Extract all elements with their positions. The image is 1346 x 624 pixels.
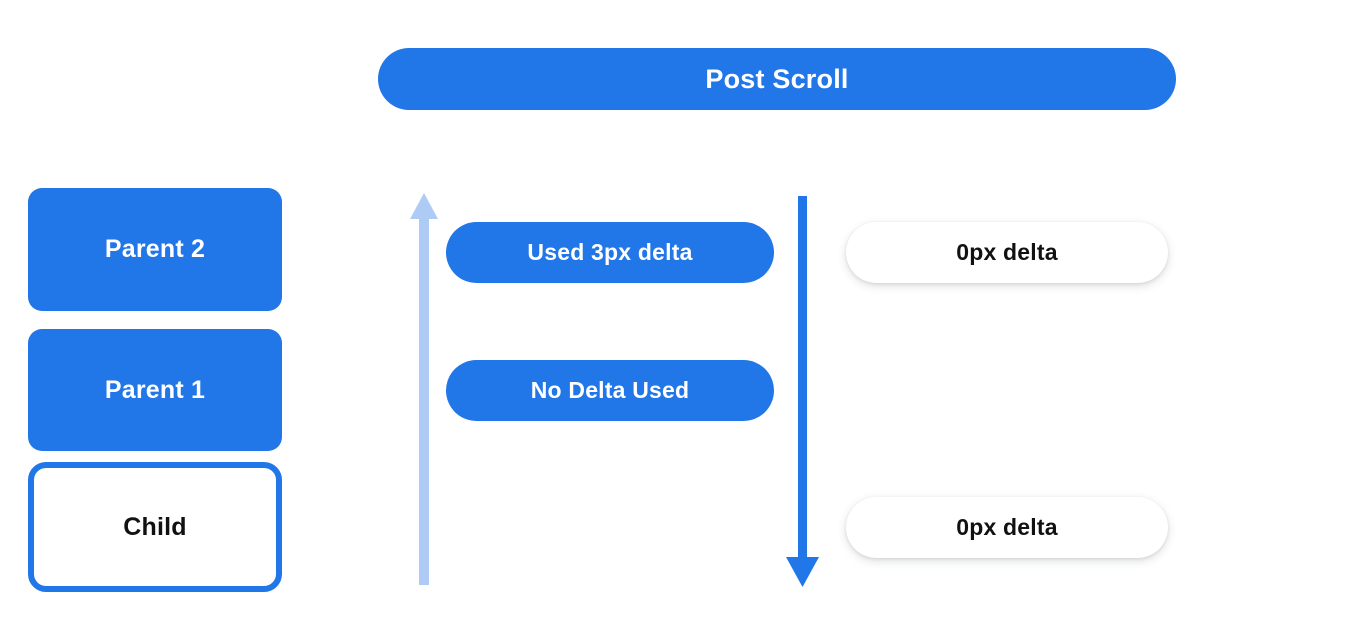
pill-label-zero-delta-bottom: 0px delta [956, 514, 1058, 540]
node-box-parent-2: Parent 2 [28, 188, 282, 311]
pill-label-zero-delta-top: 0px delta [956, 239, 1058, 265]
scroll-propagation-arrow-down-icon [786, 196, 819, 587]
pill-used-3px-delta: Used 3px delta [446, 222, 774, 283]
node-label-child: Child [123, 512, 187, 541]
pill-zero-delta-bottom: 0px delta [846, 497, 1168, 558]
pill-no-delta-used: No Delta Used [446, 360, 774, 421]
scroll-consumption-arrow-up-icon [410, 193, 438, 585]
pill-label-used-3px-delta: Used 3px delta [527, 239, 693, 265]
node-label-parent-1: Parent 1 [104, 375, 206, 404]
post-scroll-title-banner: Post Scroll [378, 48, 1176, 110]
node-box-parent-1: Parent 1 [28, 329, 282, 451]
page-title: Post Scroll [705, 63, 849, 94]
pill-zero-delta-top: 0px delta [846, 222, 1168, 283]
pill-label-no-delta-used: No Delta Used [530, 377, 690, 403]
node-label-parent-2: Parent 2 [104, 235, 206, 263]
node-box-child: Child [28, 462, 282, 592]
